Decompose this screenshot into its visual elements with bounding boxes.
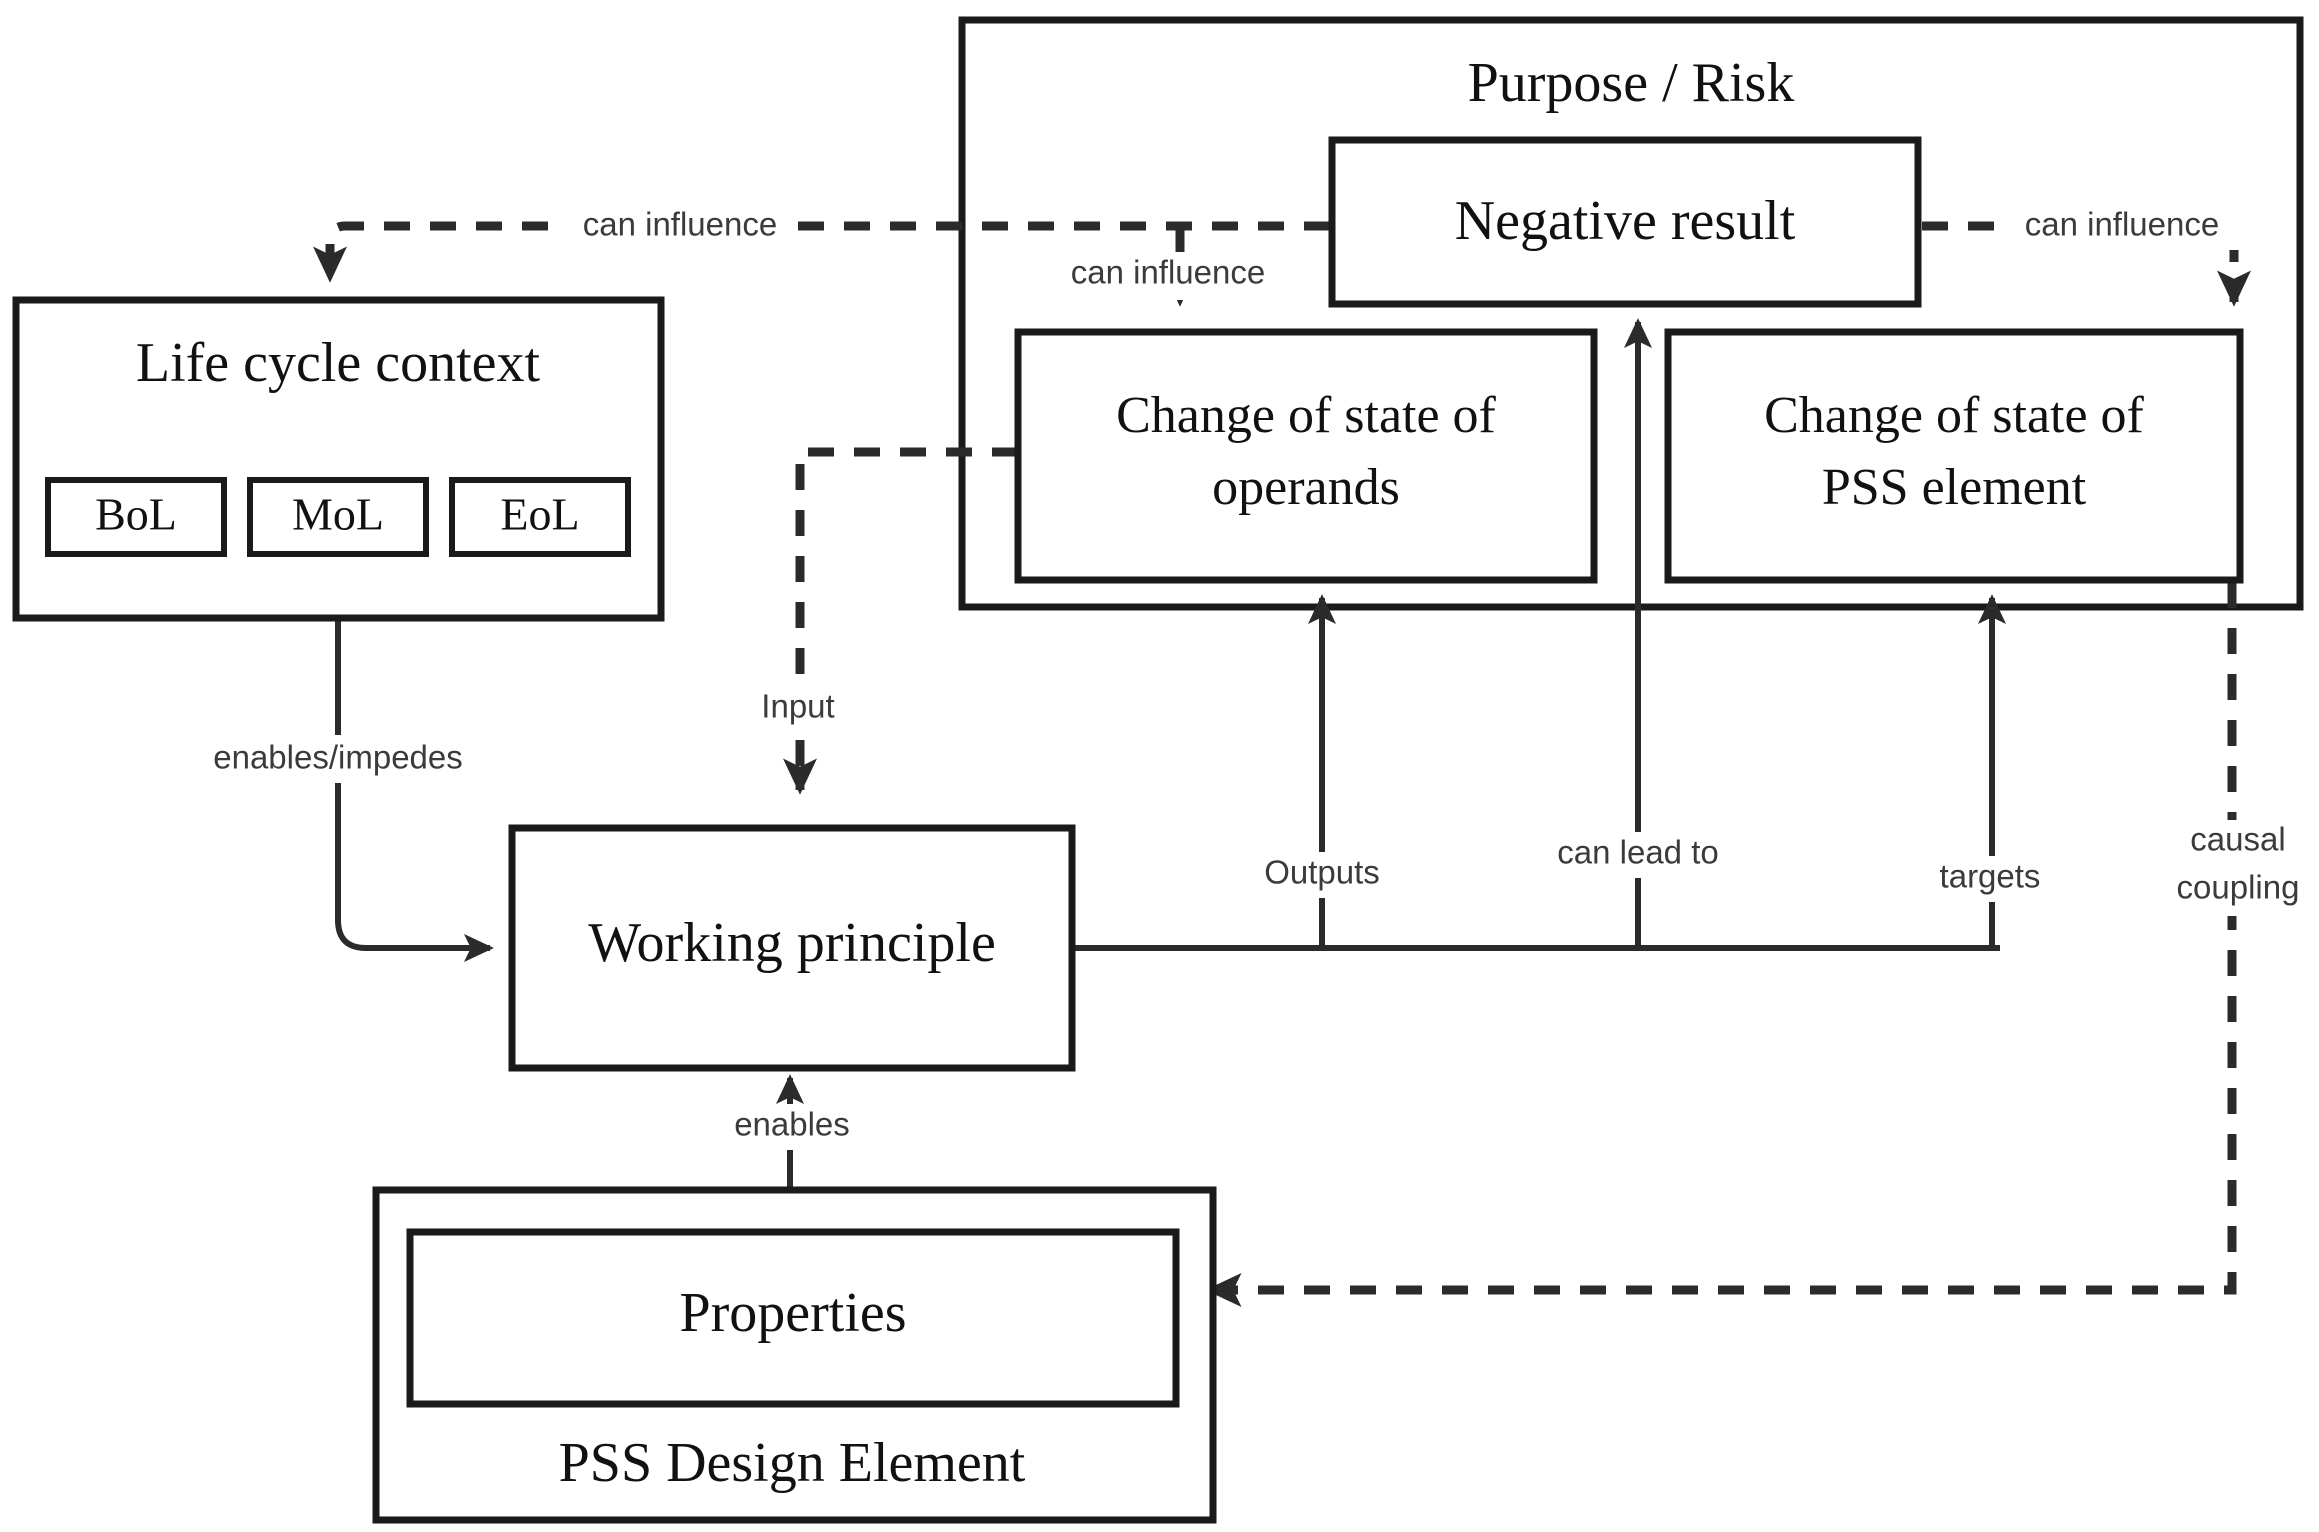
- label-bg-enables: [706, 1104, 882, 1150]
- change-operands-line2: operands: [1212, 459, 1400, 516]
- edge-label-enables: enables: [734, 1106, 850, 1143]
- edge-label-causal-coupling-line2: coupling: [2177, 869, 2300, 906]
- pss-design-element-label: PSS Design Element: [559, 1432, 1026, 1494]
- edge-label-can-influence-context: can influence: [583, 206, 777, 243]
- eol-label: EoL: [500, 489, 579, 540]
- working-principle-label: Working principle: [588, 912, 996, 974]
- edge-label-can-influence-pss: can influence: [2025, 206, 2219, 243]
- edge-can-influence-context: [312, 221, 1330, 283]
- life-cycle-context-label: Life cycle context: [136, 332, 541, 394]
- node-negative-result[interactable]: [1328, 136, 1922, 308]
- bol-label: BoL: [95, 489, 177, 540]
- edge-causal-coupling: [1205, 582, 2237, 1308]
- label-bg-influence-context: [548, 202, 798, 250]
- edge-label-enables-impedes: enables/impedes: [213, 739, 463, 776]
- edge-label-causal-coupling-line1: causal: [2190, 821, 2285, 858]
- properties-label: Properties: [679, 1282, 906, 1344]
- change-pss-line1: Change of state of: [1764, 387, 2144, 444]
- node-life-cycle-context[interactable]: [12, 296, 665, 622]
- edge-label-targets: targets: [1940, 858, 2041, 895]
- edge-label-can-influence-operands: can influence: [1071, 254, 1265, 291]
- label-bg-influence-pss: [2000, 204, 2246, 250]
- node-working-principle[interactable]: [508, 824, 1076, 1072]
- negative-result-label: Negative result: [1455, 190, 1796, 252]
- change-operands-line1: Change of state of: [1116, 387, 1496, 444]
- label-bg-causal-coupling: [2170, 820, 2319, 916]
- edge-label-outputs: Outputs: [1264, 854, 1380, 891]
- node-mol[interactable]: [247, 477, 429, 557]
- node-properties[interactable]: [406, 1228, 1180, 1408]
- label-bg-can-lead-to: [1528, 832, 1752, 878]
- purpose-risk-title: Purpose / Risk: [1468, 52, 1795, 114]
- label-bg-targets: [1908, 856, 2072, 902]
- change-pss-line2: PSS element: [1822, 459, 2087, 516]
- label-bg-enables-impedes: [172, 735, 472, 783]
- edge-enables-impedes: [335, 618, 494, 963]
- node-eol[interactable]: [449, 477, 631, 557]
- edge-label-can-lead-to: can lead to: [1557, 834, 1718, 871]
- label-bg-input: [728, 686, 874, 732]
- node-bol[interactable]: [45, 477, 227, 557]
- mol-label: MoL: [292, 489, 384, 540]
- node-change-of-state-operands[interactable]: [1014, 328, 1598, 584]
- label-bg-influence-operands: [1040, 252, 1290, 300]
- edge-label-input: Input: [761, 688, 834, 725]
- node-change-of-state-pss-element[interactable]: [1664, 328, 2244, 584]
- label-bg-outputs: [1236, 852, 1412, 898]
